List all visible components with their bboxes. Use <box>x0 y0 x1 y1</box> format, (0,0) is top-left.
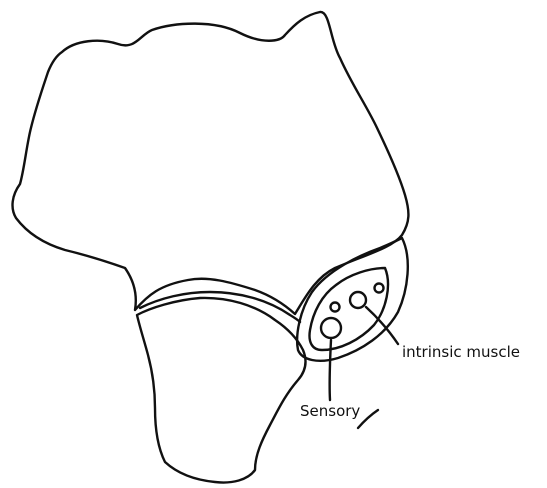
tissue-band <box>140 292 300 322</box>
intrinsic-muscle-label: intrinsic muscle <box>402 343 520 361</box>
fascicle-right <box>375 284 384 293</box>
sensory-fascicle-large <box>321 318 341 338</box>
sensory-underline <box>358 410 378 428</box>
fascicle-small <box>331 303 340 312</box>
upper-bone-outline <box>13 12 409 314</box>
intrinsic-muscle-fascicle <box>350 292 366 308</box>
sensory-label: Sensory <box>300 402 360 420</box>
lower-bone-outline <box>137 298 305 483</box>
sensory-leader-line <box>330 340 331 400</box>
